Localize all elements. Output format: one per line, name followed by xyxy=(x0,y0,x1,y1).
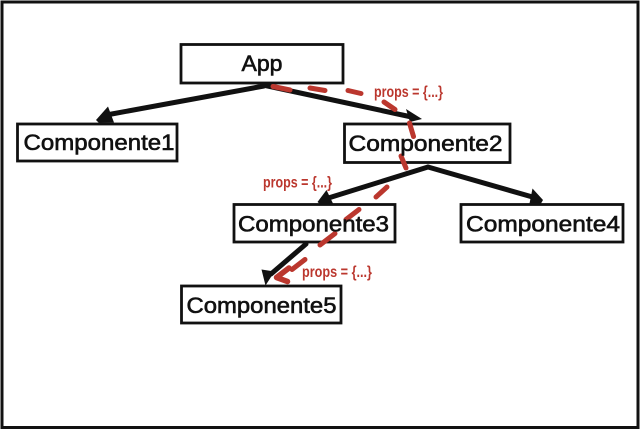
svg-text:Componente3: Componente3 xyxy=(238,212,389,237)
svg-text:props = {...}: props = {...} xyxy=(374,84,443,101)
svg-text:Componente1: Componente1 xyxy=(24,130,175,155)
svg-text:props = {...}: props = {...} xyxy=(302,264,372,281)
svg-text:props = {...}: props = {...} xyxy=(263,175,332,192)
svg-text:App: App xyxy=(242,51,283,76)
svg-text:Componente5: Componente5 xyxy=(187,293,337,318)
svg-text:Componente2: Componente2 xyxy=(349,131,503,156)
svg-text:Componente4: Componente4 xyxy=(466,212,620,237)
